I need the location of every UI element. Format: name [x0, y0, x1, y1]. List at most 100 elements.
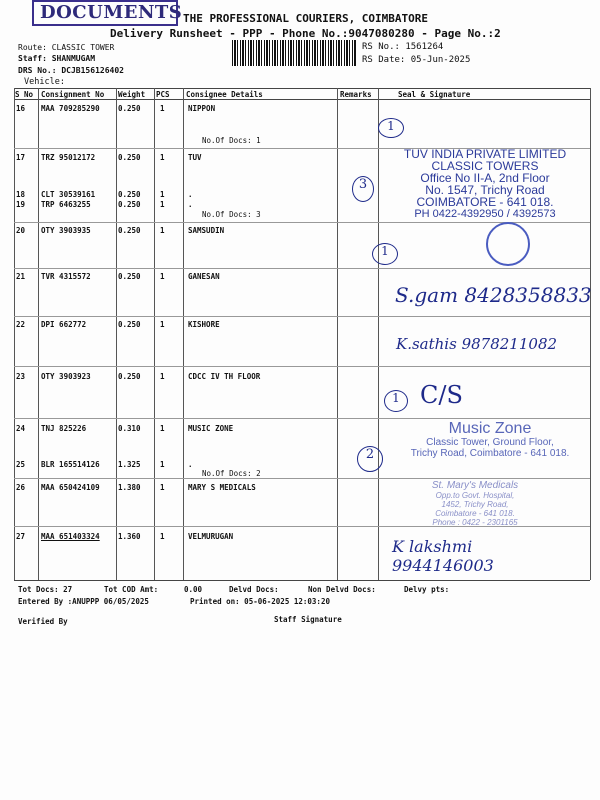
vehicle: Vehicle:	[24, 77, 65, 87]
row-sno: 21	[16, 272, 26, 281]
signature-ganesan: S.gam 8428358833	[395, 283, 592, 307]
col-pcs: PCS	[156, 90, 170, 99]
sign-phone: 8428358833	[464, 283, 592, 307]
row-weight: 0.250	[118, 320, 141, 329]
row-no-of-docs: No.Of Docs: 2	[202, 469, 261, 478]
staff: Staff: SHANMUGAM	[18, 54, 96, 63]
round-seal	[486, 222, 530, 266]
col-sno: S No	[15, 90, 34, 99]
row-sno: 27	[16, 532, 26, 541]
signature-kishore: K.sathis 9878211082	[396, 335, 557, 353]
delivered-docs: Delvd Docs:	[229, 585, 279, 594]
row-divider	[14, 222, 590, 223]
row-consignment-no: MAA 651403324	[41, 532, 100, 541]
total-cod-label: Tot COD Amt:	[104, 585, 159, 594]
header-top-rule	[14, 88, 590, 89]
seal-line: St. Mary's Medicals	[431, 480, 519, 491]
row-divider	[14, 418, 590, 419]
column-divider	[154, 88, 155, 580]
circled-count: 2	[357, 446, 383, 472]
company-title: THE PROFESSIONAL COURIERS, COIMBATORE	[183, 12, 429, 25]
row-sno: 24	[16, 424, 26, 433]
row-weight: 0.250	[118, 190, 141, 199]
sign-name: K.sathis	[396, 335, 457, 353]
drs-number: DRS No.: DCJB156126402	[18, 66, 124, 75]
mary-medicals-seal: St. Mary's Medicals Opp.to Govt. Hospita…	[395, 480, 555, 527]
row-weight: 0.310	[118, 424, 141, 433]
row-weight: 0.250	[118, 104, 141, 113]
row-sno: 18	[16, 190, 26, 199]
sign-phone: 9944146003	[392, 556, 494, 575]
delivery-points: Delvy pts:	[404, 585, 450, 594]
row-pcs: 1	[160, 200, 165, 209]
row-divider	[14, 268, 590, 269]
rs-date: RS Date: 05-Jun-2025	[362, 55, 471, 65]
documents-stamp: DOCUMENTS	[32, 0, 182, 26]
row-divider	[14, 526, 590, 527]
column-divider	[337, 88, 338, 580]
row-consignee: TUV	[188, 153, 202, 162]
route: Route: CLASSIC TOWER	[18, 43, 115, 52]
seal-line: Office No II-A, 2nd Floor	[420, 171, 550, 185]
row-consignment-no: TRP 6463255	[41, 200, 91, 209]
row-pcs: 1	[160, 483, 165, 492]
seal-line: PH 0422-4392950 / 4392573	[414, 208, 556, 220]
row-consignee: KISHORE	[188, 320, 220, 329]
staff-signature: Staff Signature	[274, 615, 342, 624]
row-consignment-no: OTY 3903935	[41, 226, 91, 235]
total-cod-value: 0.00	[184, 585, 203, 594]
company-seal-note: C/S	[420, 381, 463, 409]
row-no-of-docs: No.Of Docs: 1	[202, 136, 261, 145]
row-sno: 25	[16, 460, 26, 469]
printed-on: Printed on: 05-06-2025 12:03:20	[190, 597, 330, 606]
circled-count: 1	[372, 243, 398, 265]
row-consignee: .	[188, 200, 193, 209]
seal-line: Classic Tower, Ground Floor,	[426, 437, 554, 448]
row-weight: 0.250	[118, 372, 141, 381]
row-consignee: MUSIC ZONE	[188, 424, 234, 433]
row-pcs: 1	[160, 153, 165, 162]
row-consignment-no: CLT 30539161	[41, 190, 96, 199]
row-consignment-no: TRZ 95012172	[41, 153, 96, 162]
row-consignee: .	[188, 190, 193, 199]
seal-line: Phone : 0422 - 2301165	[432, 518, 518, 527]
row-consignee: MARY S MEDICALS	[188, 483, 256, 492]
verified-by: Verified By	[18, 617, 68, 626]
row-consignment-no: MAA 650424109	[41, 483, 100, 492]
column-divider	[590, 88, 591, 580]
row-pcs: 1	[160, 104, 165, 113]
circled-count: 3	[352, 176, 374, 202]
seal-line: COIMBATORE - 641 018.	[416, 195, 554, 209]
sign-name: K lakshmi	[392, 537, 473, 556]
seal-line: Opp.to Govt. Hospital,	[435, 491, 515, 500]
entered-by: Entered By :ANUPPP 06/05/2025	[18, 597, 149, 606]
row-sno: 17	[16, 153, 26, 162]
row-consignee: VELMURUGAN	[188, 532, 234, 541]
sign-phone: 9878211082	[461, 335, 558, 353]
seal-line: Music Zone	[448, 420, 532, 437]
row-sno: 23	[16, 372, 26, 381]
column-divider	[116, 88, 117, 580]
col-remarks: Remarks	[340, 90, 372, 99]
barcode	[232, 40, 356, 66]
row-consignee: GANESAN	[188, 272, 220, 281]
seal-line: CLASSIC TOWERS	[431, 159, 539, 173]
row-pcs: 1	[160, 532, 165, 541]
row-pcs: 1	[160, 424, 165, 433]
row-pcs: 1	[160, 372, 165, 381]
row-weight: 0.250	[118, 226, 141, 235]
row-weight: 1.380	[118, 483, 141, 492]
row-weight: 1.360	[118, 532, 141, 541]
header-bottom-rule	[14, 99, 590, 100]
row-consignment-no: OTY 3903923	[41, 372, 91, 381]
row-pcs: 1	[160, 460, 165, 469]
col-consignment: Consignment No	[41, 90, 105, 99]
seal-line: Trichy Road, Coimbatore - 641 018.	[410, 448, 570, 459]
col-weight: Weight	[118, 90, 146, 99]
rs-number: RS No.: 1561264	[362, 42, 444, 52]
seal-line: No. 1547, Trichy Road	[425, 183, 545, 197]
row-divider	[14, 316, 590, 317]
row-weight: 0.250	[118, 272, 141, 281]
row-pcs: 1	[160, 190, 165, 199]
